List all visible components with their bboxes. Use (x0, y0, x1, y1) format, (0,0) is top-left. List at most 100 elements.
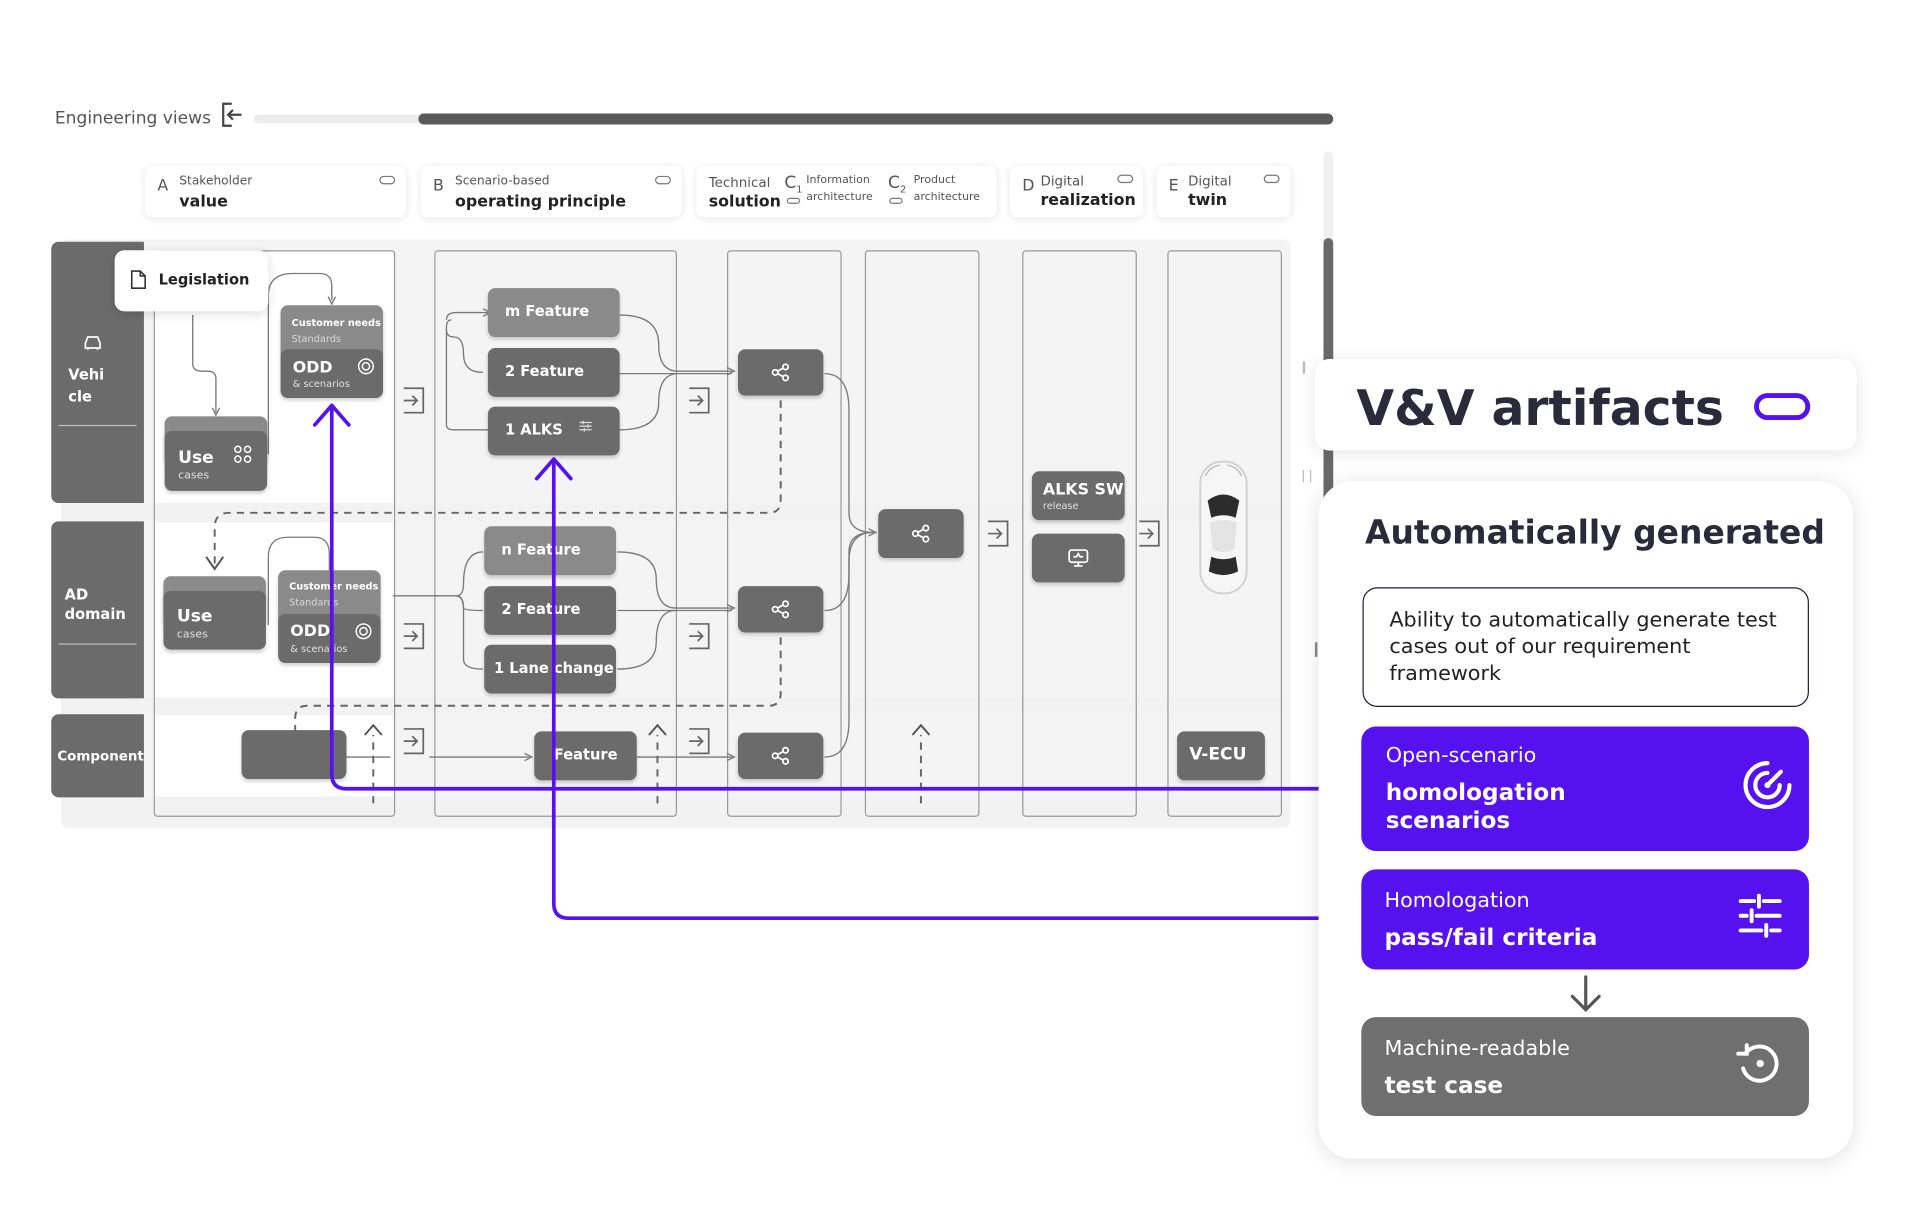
monitor-node[interactable] (1031, 533, 1125, 583)
share-icon (911, 524, 930, 543)
connector-line (617, 609, 676, 670)
connector-arrowhead (868, 528, 878, 537)
target-scan-icon (1743, 761, 1792, 810)
handle-mark (1302, 361, 1306, 374)
collapse-pill-icon[interactable] (1263, 174, 1280, 184)
odd-node-ad[interactable]: ODD & scenarios (278, 614, 381, 664)
share-node-component[interactable] (737, 732, 824, 779)
share-node-product[interactable] (878, 509, 964, 558)
odd-node[interactable]: ODD & scenarios (280, 349, 384, 399)
vv-artifacts-title: V&V artifacts (1356, 380, 1724, 438)
dashed-arrowhead (911, 723, 931, 736)
header-tab-e[interactable]: E Digital twin (1156, 166, 1291, 218)
document-icon (130, 270, 146, 289)
collapse-pill-icon[interactable] (655, 175, 671, 185)
share-icon (771, 600, 790, 619)
column-e (1167, 250, 1283, 817)
connector-line (617, 551, 732, 609)
share-icon (771, 363, 790, 382)
column-d (1022, 250, 1137, 817)
connector-line (434, 551, 484, 597)
lane-label-ad-domain: AD domain (51, 521, 144, 699)
collapse-pill-icon[interactable] (379, 175, 396, 185)
alks-node[interactable]: 1 ALKS (487, 406, 620, 456)
connector-arrowhead (726, 366, 736, 376)
customer-needs-node[interactable]: Customer needs Standards (280, 305, 384, 355)
enter-icon (403, 623, 425, 650)
monitor-icon (1068, 549, 1089, 567)
connector-arrowhead (211, 407, 221, 417)
connector-line (267, 272, 333, 455)
connector-line (445, 311, 488, 320)
use-cases-node-ad[interactable]: Use cases (163, 590, 266, 650)
c1-letter: C1 (784, 173, 803, 196)
dashed-arrowhead (205, 556, 225, 571)
open-scenario-card[interactable]: Open-scenario homologation scenarios (1361, 726, 1809, 852)
connector-line (824, 531, 874, 758)
pass-fail-criteria-card[interactable]: Homologation pass/fail criteria (1361, 869, 1809, 970)
target-icon (357, 358, 374, 375)
trace-line-criteria (551, 462, 1359, 921)
connector-line (445, 319, 488, 431)
column-a (153, 250, 396, 817)
enter-icon (689, 387, 710, 414)
vv-pill-icon[interactable] (1754, 393, 1811, 421)
sliders-icon (1738, 893, 1782, 938)
trace-arrowhead (534, 457, 573, 481)
grid-icon (234, 445, 252, 463)
legislation-card[interactable]: Legislation (114, 250, 269, 312)
component-node[interactable] (241, 730, 347, 779)
header-tab-b[interactable]: B Scenario-based operating principle (420, 166, 682, 218)
exit-icon[interactable] (221, 101, 245, 128)
automatically-generated-heading: Automatically generated (1364, 514, 1825, 552)
connector-line (619, 372, 679, 431)
machine-readable-card[interactable]: Machine-readable test case (1361, 1017, 1809, 1116)
connector-line (192, 315, 217, 413)
connector-line (267, 536, 331, 626)
header-tab-c[interactable]: Technical solution C1 Information archit… (696, 166, 997, 218)
header-tab-a[interactable]: A Stakeholder value (145, 166, 407, 218)
connector-line (456, 595, 484, 670)
engineering-views-label: Engineering views (54, 108, 212, 129)
enter-icon (689, 623, 710, 650)
m-feature-node[interactable]: m Feature (487, 288, 620, 337)
dashed-connector (294, 637, 782, 733)
enter-icon (403, 387, 425, 414)
handle-mark (1314, 642, 1318, 657)
connector-arrowhead (327, 296, 337, 306)
enter-icon (988, 520, 1009, 547)
car-top-view-icon (1199, 460, 1248, 595)
connector-line (824, 372, 874, 534)
dashed-connector (213, 400, 782, 565)
connector-arrowhead (726, 752, 736, 762)
header-tab-d[interactable]: D Digital realization (1009, 166, 1143, 218)
dashed-arrowhead (363, 723, 383, 736)
description-box: Ability to automatically generate test c… (1362, 587, 1809, 707)
share-icon (771, 746, 790, 765)
connector-arrowhead (524, 752, 534, 762)
collapse-pill-icon[interactable] (889, 197, 903, 204)
customer-needs-node-ad[interactable]: Customer needs Standards (278, 570, 381, 620)
timeline-progress[interactable] (418, 113, 1334, 125)
two-feature-node[interactable]: 2 Feature (487, 347, 620, 397)
c2-letter: C2 (888, 173, 907, 196)
refresh-icon (1736, 1043, 1779, 1083)
connector-arrowhead (726, 603, 736, 613)
connector-line (619, 314, 732, 372)
alks-sw-node[interactable]: ALKS SW release (1031, 471, 1125, 521)
n-feature-node[interactable]: n Feature (484, 526, 616, 576)
sliders-icon (579, 420, 592, 432)
two-feature-node-ad[interactable]: 2 Feature (484, 586, 616, 635)
share-node-ad[interactable] (737, 586, 824, 633)
use-cases-node[interactable]: Use cases (164, 431, 268, 491)
arrow-down-icon (1570, 975, 1601, 1013)
connector-line (445, 329, 484, 374)
collapse-pill-icon[interactable] (1117, 174, 1134, 184)
collapse-pill-icon[interactable] (786, 197, 801, 204)
v-ecu-node[interactable]: V-ECU (1177, 731, 1265, 781)
feature-node[interactable]: Feature (534, 731, 637, 781)
share-node-vehicle[interactable] (737, 349, 824, 396)
enter-icon (689, 728, 710, 755)
